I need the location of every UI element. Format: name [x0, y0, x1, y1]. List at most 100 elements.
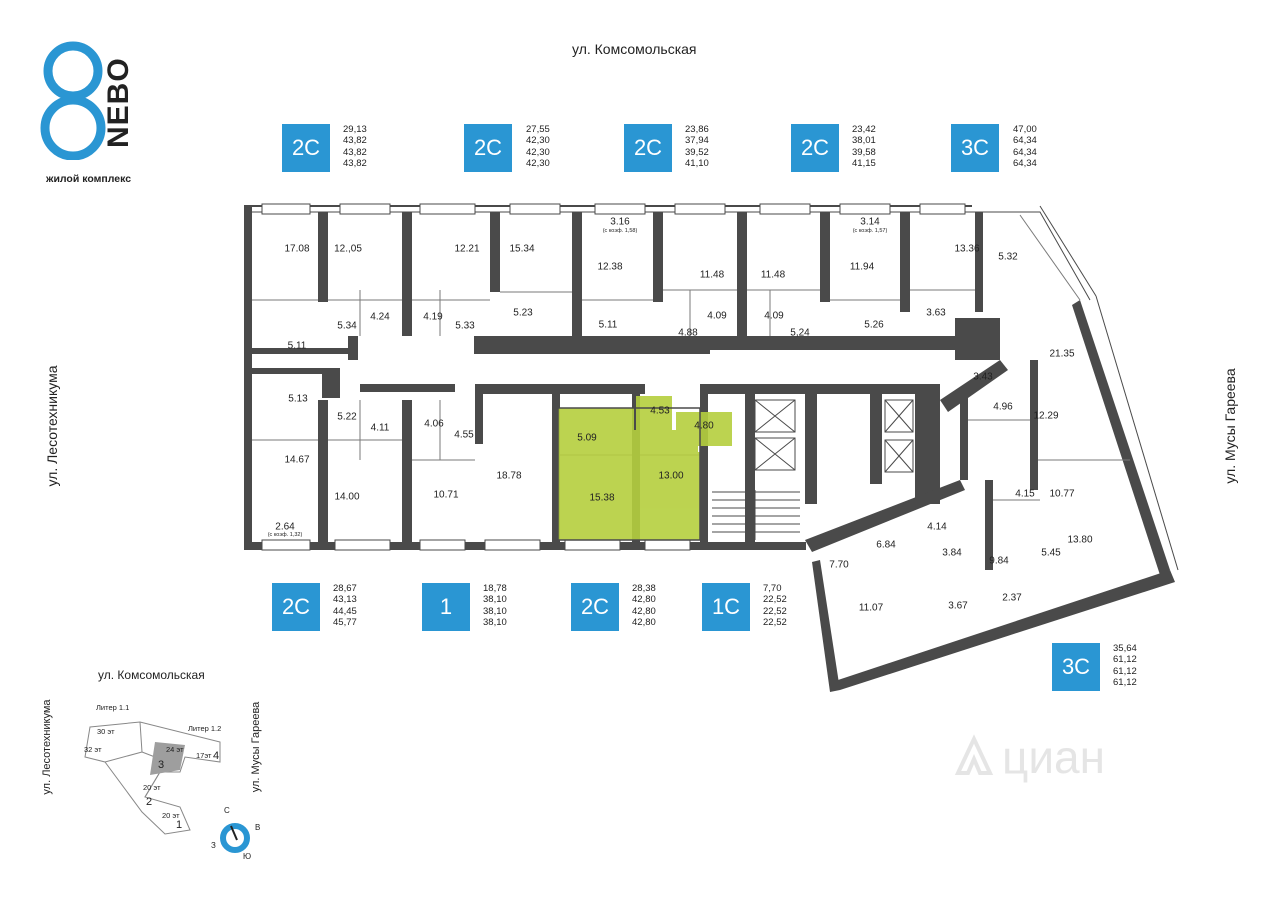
type-badge: 2С — [571, 583, 619, 631]
compass-icon — [220, 823, 250, 853]
site-floor: 30 эт — [97, 727, 115, 736]
room-note: (с коэф. 1,32) — [267, 532, 303, 538]
room-area: 3.16 — [610, 216, 630, 228]
site-plan-buildings — [84, 721, 221, 835]
room-area: 12.29 — [1033, 410, 1059, 422]
room-area: 12.21 — [454, 243, 480, 255]
room-area: 11.48 — [760, 269, 786, 281]
compass-south: Ю — [243, 852, 252, 861]
site-floor: 20 эт — [162, 811, 180, 820]
room-area: 5.26 — [864, 319, 884, 331]
room-area: 5.11 — [287, 340, 307, 352]
room-area: 13.80 — [1067, 534, 1093, 546]
room-note: (с коэф. 1,58) — [602, 228, 638, 234]
room-area: 17.08 — [284, 243, 310, 255]
type-badge: 2С — [791, 124, 839, 172]
room-area: 15.34 — [509, 243, 535, 255]
room-area: 11.94 — [849, 261, 875, 273]
room-area: 4.14 — [927, 521, 947, 533]
room-area: 4.88 — [678, 327, 698, 339]
site-section: 1 — [176, 819, 183, 831]
site-floor: 24 эт — [166, 745, 184, 754]
site-street-left: ул. Лесотехникума — [41, 699, 53, 795]
room-area: 4.53 — [650, 405, 670, 417]
watermark: циан — [950, 730, 1105, 784]
room-note: (с коэф. 1,57) — [852, 228, 888, 234]
site-section: 3 — [158, 759, 165, 771]
room-area: 4.80 — [694, 420, 714, 432]
room-area: 5.33 — [455, 320, 475, 332]
room-area: 5.45 — [1041, 547, 1061, 559]
type-badge: 3С — [951, 124, 999, 172]
room-area: 2.64 — [275, 521, 295, 533]
room-area: 9.84 — [989, 555, 1009, 567]
room-area: 14.67 — [284, 454, 310, 466]
watermark-text: циан — [1002, 731, 1106, 783]
logo-tagline: жилой комплекс — [46, 173, 132, 185]
room-area: 4.19 — [423, 311, 443, 323]
compass-west: З — [211, 841, 216, 850]
room-area: 7.70 — [829, 559, 849, 571]
room-area: 13.36 — [954, 243, 980, 255]
room-area: 5.34 — [337, 320, 357, 332]
room-area: 3.43 — [973, 371, 993, 383]
room-area: 11.07 — [858, 602, 884, 614]
room-area: 21.35 — [1049, 348, 1075, 360]
site-literal-1-1: Литер 1.1 — [96, 703, 130, 712]
room-area: 4.09 — [764, 310, 784, 322]
room-area: 5.09 — [577, 432, 597, 444]
type-badge: 3С — [1052, 643, 1100, 691]
room-area: 4.09 — [707, 310, 727, 322]
compass-north: С — [224, 806, 230, 815]
room-area: 3.84 — [942, 547, 962, 559]
room-area: 10.71 — [433, 489, 459, 501]
compass-east: В — [255, 823, 261, 832]
site-section: 2 — [146, 796, 153, 808]
room-area: 3.67 — [948, 600, 968, 612]
logo-eight-icon — [40, 41, 106, 160]
room-area: 5.23 — [513, 307, 533, 319]
site-floor: 17эт — [196, 751, 212, 760]
site-floor: 32 эт — [84, 745, 102, 754]
room-area: 4.55 — [454, 429, 474, 441]
street-top: ул. Комсомольская — [572, 41, 697, 57]
room-area: 3.14 — [860, 216, 880, 228]
room-area: 2.37 — [1002, 592, 1022, 604]
site-street-right: ул. Мусы Гареева — [250, 701, 262, 793]
room-area: 14.00 — [334, 491, 360, 503]
site-section: 4 — [213, 750, 220, 762]
site-floor: 20 эт — [143, 783, 161, 792]
room-area: 4.15 — [1015, 488, 1035, 500]
room-area: 4.24 — [370, 311, 390, 323]
type-badge: 1С — [702, 583, 750, 631]
room-area: 6.84 — [876, 539, 896, 551]
room-area: 5,24 — [790, 327, 810, 339]
room-area: 3.63 — [926, 307, 946, 319]
type-badge: 2С — [282, 124, 330, 172]
room-area: 5.11 — [598, 319, 618, 331]
room-area: 4.96 — [993, 401, 1013, 413]
logo: NEBO жилой комплекс — [40, 40, 150, 190]
room-area: 18.78 — [496, 470, 522, 482]
room-area: 15.38 — [589, 492, 615, 504]
site-literal-1-2: Литер 1.2 — [188, 724, 222, 733]
type-badge: 2С — [624, 124, 672, 172]
room-area: 12.,05 — [334, 243, 362, 255]
type-badge: 2С — [464, 124, 512, 172]
type-badge: 1 — [422, 583, 470, 631]
room-area: 5.13 — [288, 393, 308, 405]
room-area: 10.77 — [1049, 488, 1075, 500]
site-street-top: ул. Комсомольская — [98, 668, 205, 682]
room-area: 12.38 — [597, 261, 623, 273]
room-area: 4.11 — [370, 422, 390, 434]
type-badge: 2С — [272, 583, 320, 631]
